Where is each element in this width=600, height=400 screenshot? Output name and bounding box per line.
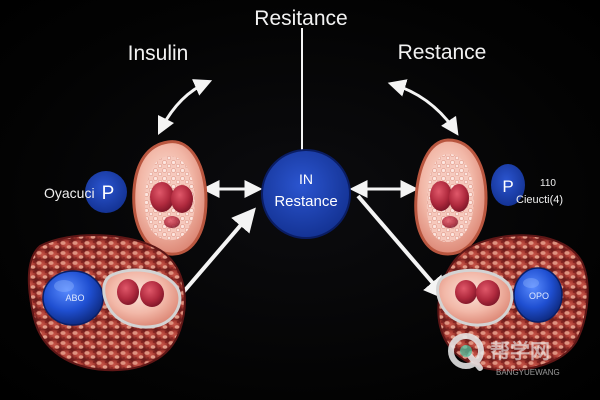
left-title: Insulin (128, 42, 189, 65)
left-node-caption: Oyacuci (44, 185, 95, 201)
left-upper-organ-illustration (132, 140, 208, 256)
left-tissue-mass-illustration (27, 234, 186, 372)
watermark-logo-icon (448, 333, 484, 371)
center-node: IN Restance (261, 149, 351, 239)
right-blob-label: OPO (529, 291, 549, 301)
connectors (157, 28, 459, 301)
right-diagonal-arrow (356, 194, 448, 301)
left-blob-label: ABO (65, 293, 84, 303)
center-node-line2: Restance (274, 193, 337, 210)
right-node-caption-line1: 110 (540, 178, 556, 189)
center-node-line1: IN (299, 171, 313, 187)
top-title: Resitance (254, 7, 347, 30)
right-curved-arrow (387, 79, 459, 136)
left-curved-arrow (157, 79, 213, 136)
left-node-badge: P (102, 183, 115, 204)
watermark-sub-text: BANGYUEWANG (496, 368, 560, 377)
right-node-caption-line2: Cieucti(4) (516, 194, 563, 206)
watermark: 帮学网 BANGYUEWANG (448, 333, 560, 377)
right-title: Restance (398, 41, 487, 64)
left-node: P Oyacuci (44, 171, 127, 213)
watermark-main-text: 帮学网 (490, 339, 550, 363)
right-node-badge: P (502, 177, 513, 196)
right-upper-organ-illustration (414, 138, 488, 256)
left-diagonal-arrow (178, 207, 256, 298)
right-node: P 110 Cieucti(4) (491, 164, 563, 206)
